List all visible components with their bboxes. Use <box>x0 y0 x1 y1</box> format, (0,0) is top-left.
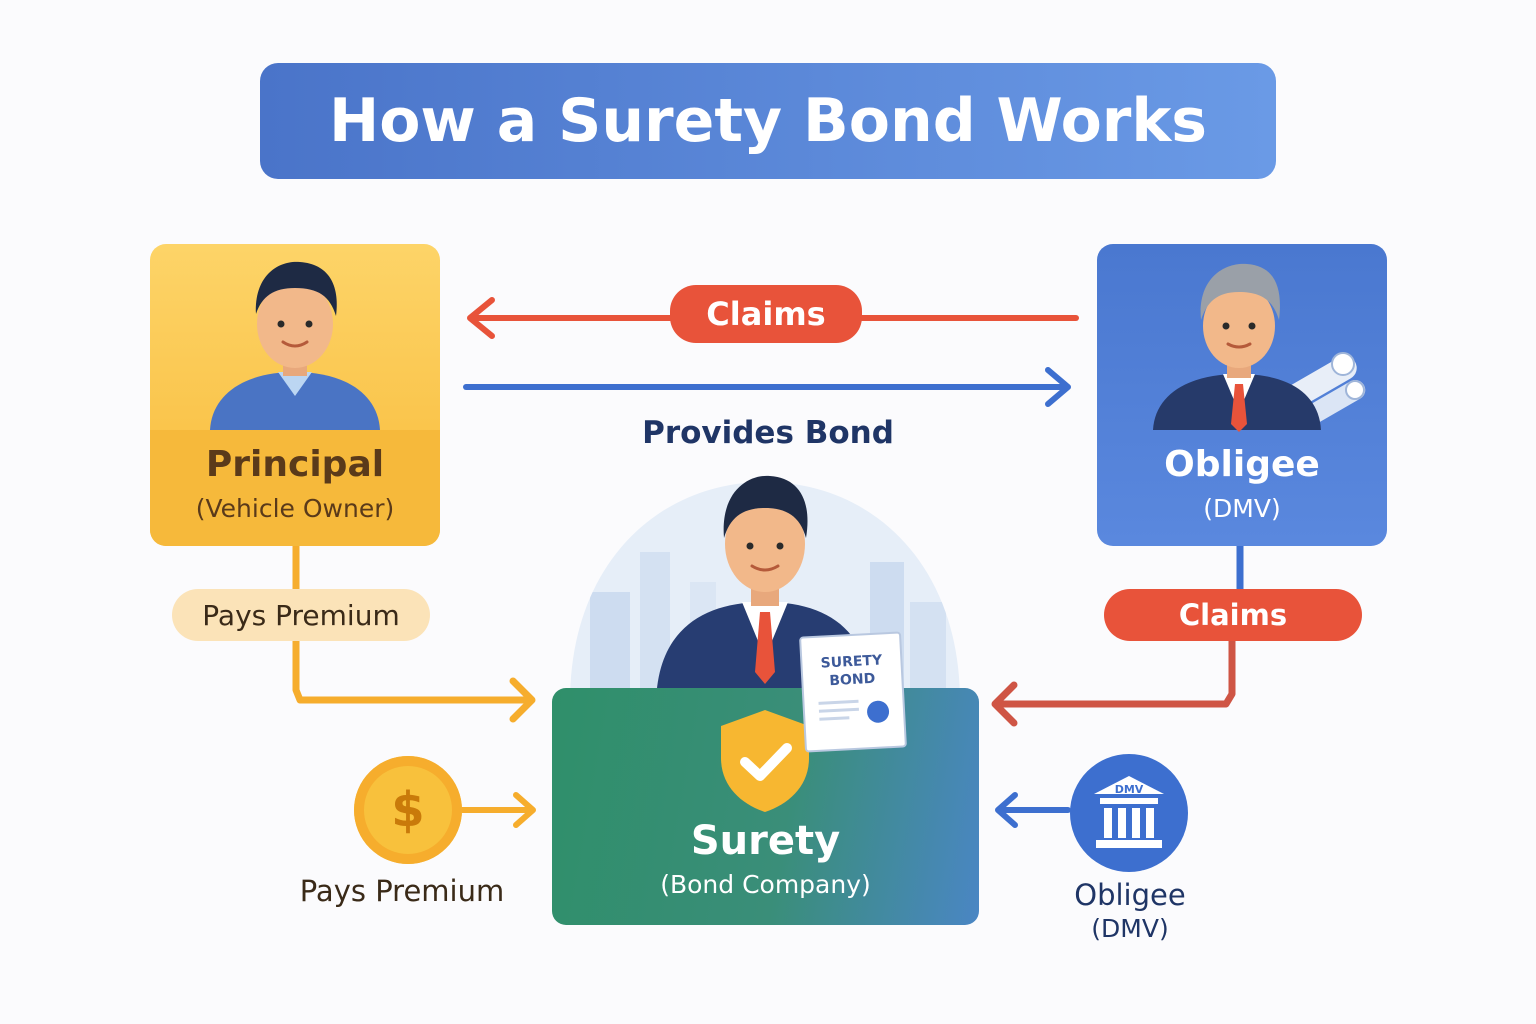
dollar-coin-icon: $ <box>354 756 462 864</box>
pays-premium-text: Pays Premium <box>202 598 400 632</box>
principal-title: Principal <box>205 444 385 485</box>
coin-symbol: $ <box>391 782 425 838</box>
dmv-icon-text: DMV <box>1114 783 1144 796</box>
claims-top-text: Claims <box>706 295 826 333</box>
seal-icon <box>866 700 890 724</box>
claims-right-text: Claims <box>1178 598 1288 632</box>
claims-top-label: Claims <box>670 285 862 343</box>
principal-label-area: Principal (Vehicle Owner) <box>150 430 440 546</box>
pays-premium-bottom-label: Pays Premium <box>299 874 505 908</box>
obligee-card: Obligee (DMV) <box>1097 244 1387 546</box>
dmv-building-icon: DMV <box>1070 754 1188 872</box>
provides-bond-arrow <box>463 367 1071 407</box>
claims-right-connector <box>991 546 1244 727</box>
obligee-avatar <box>1153 263 1366 432</box>
obligee-title: Obligee <box>1164 444 1320 485</box>
page-title: How a Surety Bond Works <box>329 86 1207 156</box>
obligee-bottom-subtitle: (DMV) <box>1091 914 1169 943</box>
claims-right-label: Claims <box>1104 589 1362 641</box>
shield-check-icon <box>721 710 809 812</box>
title-banner: How a Surety Bond Works <box>260 63 1276 179</box>
surety-bond-document: SURETY BOND <box>799 631 907 753</box>
principal-avatar <box>210 261 380 430</box>
principal-subtitle: (Vehicle Owner) <box>195 494 395 523</box>
surety-subtitle: (Bond Company) <box>660 870 871 899</box>
obligee-subtitle: (DMV) <box>1203 494 1281 523</box>
pays-premium-label: Pays Premium <box>172 589 430 641</box>
obligee-bottom-title: Obligee <box>1074 878 1186 912</box>
surety-title: Surety <box>690 818 841 864</box>
coin-arrow <box>459 792 536 828</box>
principal-card: Principal (Vehicle Owner) <box>150 244 440 546</box>
dmv-arrow <box>995 792 1071 828</box>
provides-bond-label: Provides Bond <box>642 415 894 451</box>
surety-card: Surety (Bond Company) <box>552 688 979 925</box>
document-line2: BOND <box>829 670 876 690</box>
